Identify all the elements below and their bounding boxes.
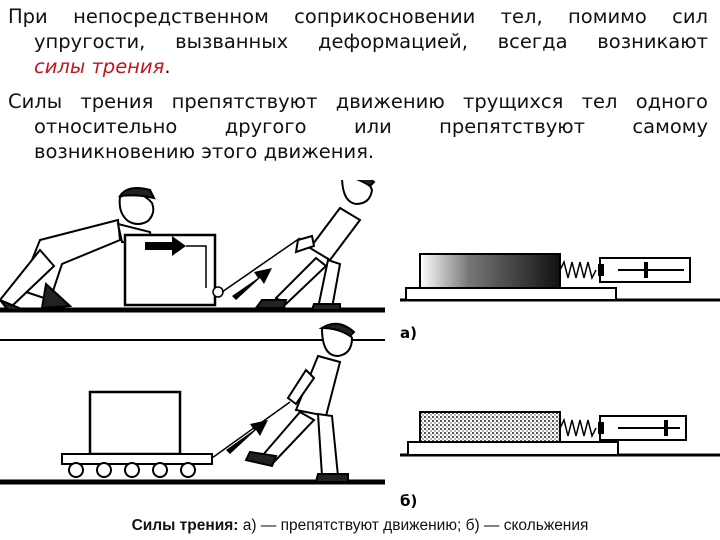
paragraph-line: относительно другого или препятствуют са… bbox=[34, 115, 708, 138]
wheel bbox=[68, 462, 84, 478]
dynamometer-marker-b bbox=[664, 420, 668, 436]
hook bbox=[212, 286, 224, 298]
cart-rope bbox=[211, 401, 291, 459]
table-plank bbox=[405, 287, 617, 301]
friction-illustration: а) bbox=[0, 180, 720, 510]
spring bbox=[559, 259, 597, 281]
wooden-block bbox=[419, 253, 561, 289]
box-on-cart bbox=[88, 390, 182, 456]
caption-text: а) — препятствуют движению; б) — скольже… bbox=[238, 517, 589, 534]
wheel bbox=[96, 462, 112, 478]
dynamometer-hook bbox=[598, 264, 604, 276]
paragraph-line: возникновению этого движения. bbox=[34, 140, 375, 163]
rope-to-boy bbox=[221, 237, 301, 293]
paragraph-line-last: силы трения. bbox=[8, 54, 708, 79]
dynamometer-marker bbox=[644, 262, 648, 278]
wheel bbox=[152, 462, 168, 478]
paragraph-intro: При непосредственном соприкосновении тел… bbox=[8, 4, 708, 79]
period: . bbox=[164, 55, 171, 78]
walking-boy bbox=[244, 322, 356, 483]
highlight-term: силы трения bbox=[34, 55, 165, 78]
paragraph-line: упругости, вызванных деформацией, всегда… bbox=[34, 30, 708, 53]
scene-a-spring-scale bbox=[400, 253, 720, 302]
scene-b-spring-scale bbox=[400, 411, 720, 457]
pushing-boy bbox=[0, 187, 156, 311]
paragraph-definition: Силы трения препятствуют движению трущих… bbox=[8, 89, 708, 164]
spring-b bbox=[559, 417, 597, 439]
wooden-block-b bbox=[419, 411, 561, 443]
force-arrow bbox=[145, 236, 186, 256]
pulling-boy bbox=[254, 180, 376, 311]
paragraph-line: Силы трения препятствуют движению трущих… bbox=[8, 90, 708, 113]
caption-lead: Силы трения: bbox=[131, 517, 239, 534]
paragraph-line: При непосредственном соприкосновении тел… bbox=[8, 5, 708, 28]
pull-arrow-b bbox=[226, 420, 268, 454]
scene-b-cart bbox=[0, 322, 385, 485]
dynamometer-hook-b bbox=[598, 422, 604, 434]
wheel bbox=[180, 462, 196, 478]
pull-arrow bbox=[232, 268, 272, 300]
rope bbox=[186, 245, 207, 288]
wheel bbox=[124, 462, 140, 478]
scene-a-pushing bbox=[0, 180, 385, 313]
label-a: а) bbox=[400, 324, 417, 342]
figure-caption: Силы трения: а) — препятствуют движению;… bbox=[0, 517, 720, 535]
table-plank-b bbox=[407, 441, 619, 456]
label-b: б) bbox=[400, 492, 417, 510]
cart-wheels bbox=[68, 462, 196, 478]
